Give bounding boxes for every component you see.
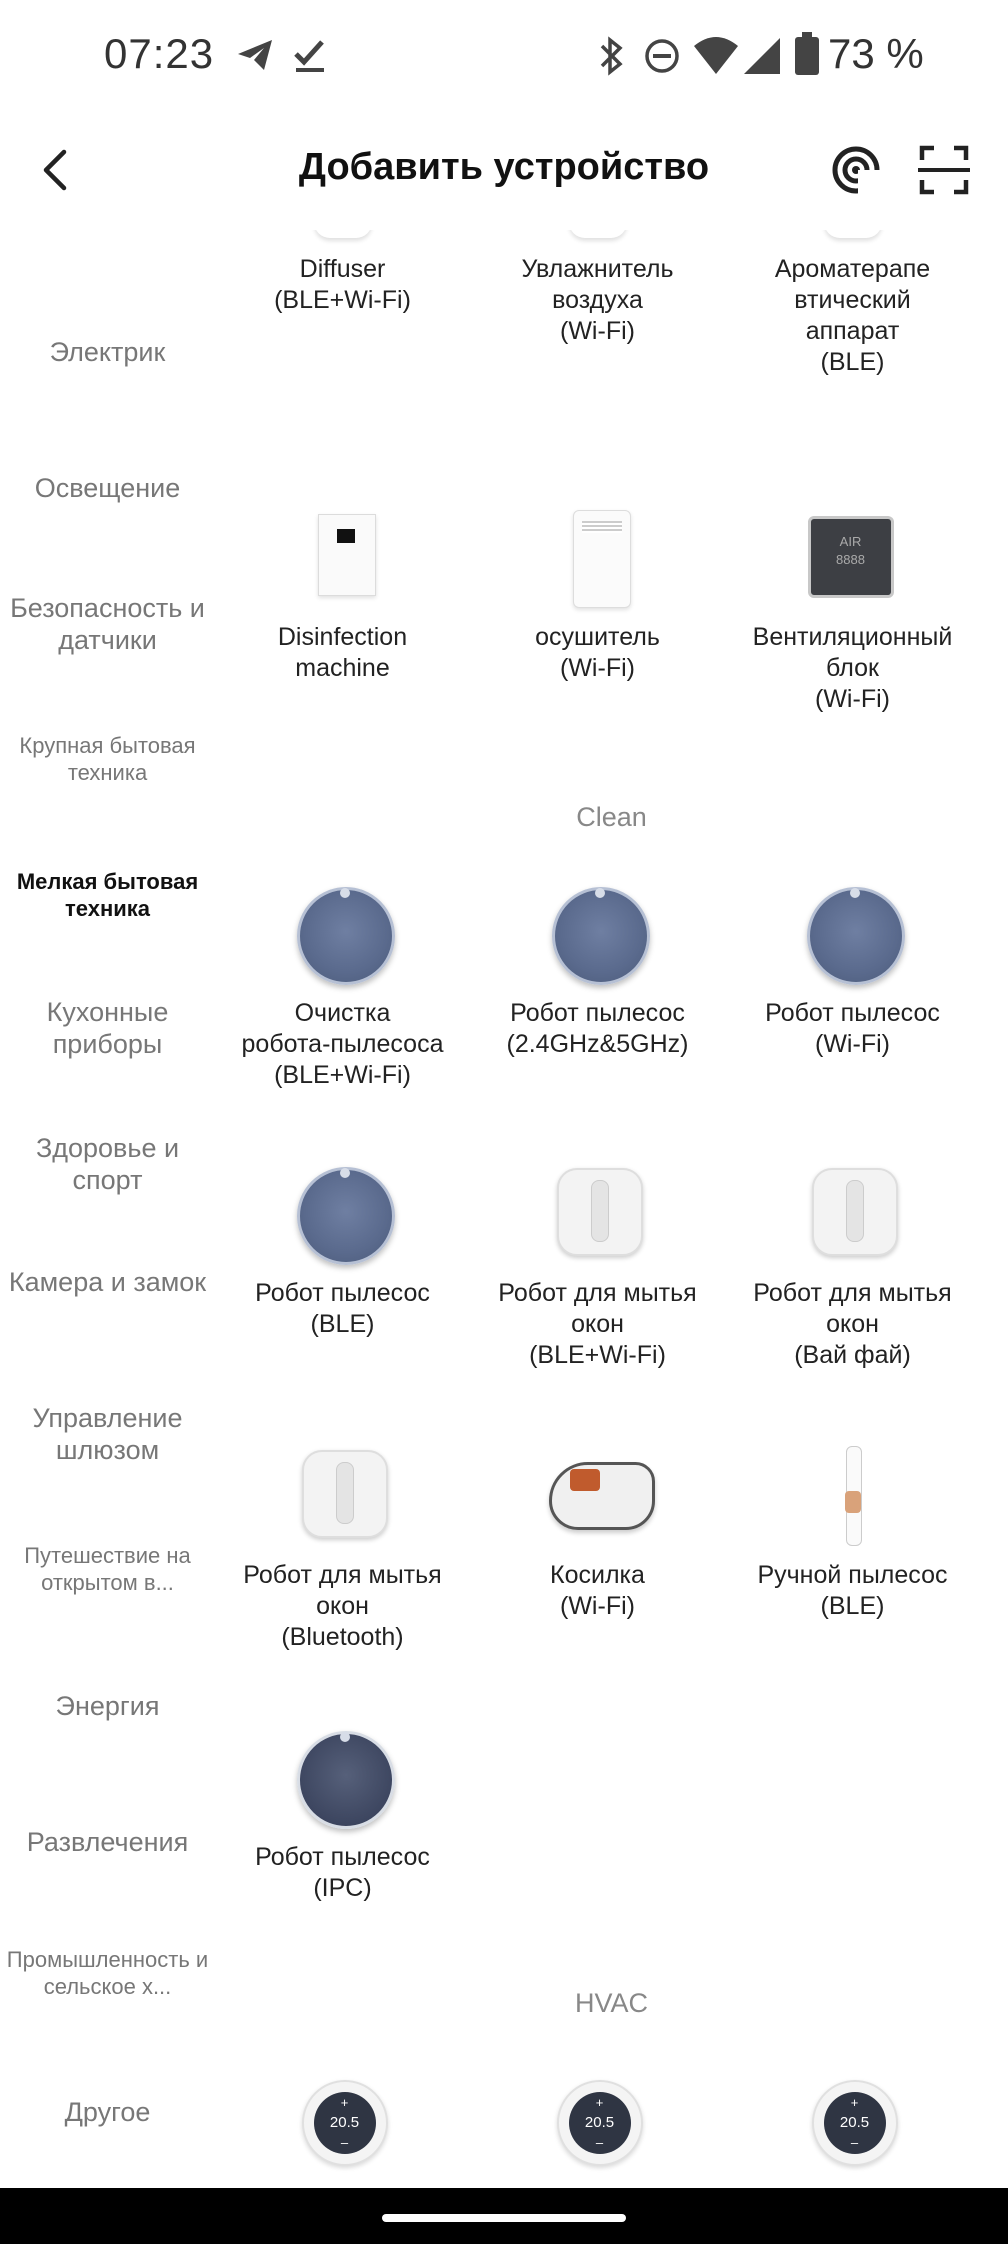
device-tile[interactable]: Ароматерапе втический аппарат (BLE) [725,230,980,378]
task-check-icon [294,40,324,72]
section-header-clean: Clean [576,802,647,832]
cell-signal-icon [744,38,780,74]
device-tile[interactable]: Робот пылесос (2.4GHz&5GHz) [470,878,725,1060]
telegram-icon [238,40,272,70]
device-tile[interactable]: Робот для мытья окон (Вай фай) [725,1158,980,1371]
back-button[interactable] [28,140,88,200]
robot-vacuum-image [296,1167,395,1265]
device-label: Робот пылесос (Wi-Fi) [765,999,940,1058]
device-tile[interactable]: Робот пылесос (Wi-Fi) [725,878,980,1060]
lawn-mower-image [548,1462,655,1530]
sidebar-item-small-appliances[interactable]: Мелкая бытовая техника [16,869,199,921]
radar-scan-icon [832,146,880,194]
device-grid: Diffuser (BLE+Wi-Fi) Увлажнитель воздуха… [215,230,1008,2190]
thermostat-reading: 20.5 [568,2072,631,2174]
thermostat-image: 20.5 [556,2072,643,2174]
sidebar-item-gateway[interactable]: Управление шлюзом [32,1403,183,1465]
device-label: Косилка (Wi-Fi) [550,1561,645,1620]
device-label: Робот пылесос (IPC) [255,1843,430,1902]
thermostat-reading: 20.5 [313,2072,376,2174]
window-robot-image [811,1168,898,1256]
battery-percent: 73 % [828,30,924,77]
device-label: Вентиляционный блок (Wi-Fi) [752,623,953,713]
wifi-icon [694,37,738,74]
section-header-hvac: HVAC [574,1988,648,2018]
device-tile[interactable]: AIR 8888 Вентиляционный блок (Wi-Fi) [725,502,980,715]
device-tile[interactable]: Увлажнитель воздуха (Wi-Fi) [470,230,725,347]
device-tile[interactable]: Disinfection machine [215,502,470,684]
thermostat-image: 20.5 [811,2072,898,2174]
device-tile[interactable]: Diffuser (BLE+Wi-Fi) [215,230,470,316]
humidifier-image [568,230,627,238]
sidebar-item-health[interactable]: Здоровье и спорт [35,1133,180,1195]
device-label: Робот для мытья окон (Bluetooth) [243,1561,442,1651]
sidebar-item-kitchen[interactable]: Кухонные приборы [46,997,169,1059]
robot-vacuum-image [551,887,650,985]
nearby-scan-button[interactable] [826,140,886,200]
sidebar-item-large-appliances[interactable]: Крупная бытовая техника [19,733,196,785]
device-tile[interactable]: Ручной пылесос (BLE) [725,1440,980,1622]
robot-vacuum-image [296,887,395,985]
device-label: Ароматерапе втический аппарат (BLE) [774,255,931,376]
handheld-vacuum-image [844,1446,862,1546]
dehumidifier-image [572,510,631,608]
page-title-wrap: Добавить устройство [0,146,1008,189]
battery-icon [795,32,819,75]
device-tile[interactable]: 20.5 [215,2070,470,2180]
device-tile[interactable]: Очистка робота-пылесоса (BLE+Wi-Fi) [215,878,470,1091]
device-tile[interactable]: Робот для мытья окон (Bluetooth) [215,1440,470,1653]
sidebar-item-camera[interactable]: Камера и замок [8,1267,207,1297]
ventilation-unit-image: AIR 8888 [807,516,894,598]
sidebar-item-other[interactable]: Другое [64,2097,151,2127]
vent-screen-line1: AIR [839,534,862,549]
robot-vacuum-image [296,1731,395,1829]
device-label: Робот для мытья окон (Вай фай) [753,1279,952,1369]
qr-scan-icon [918,145,970,195]
status-bar: 07:23 73 % [0,0,1008,120]
device-label: Робот пылесос (BLE) [255,1279,430,1338]
device-label: Очистка робота-пылесоса (BLE+Wi-Fi) [241,999,444,1089]
device-tile[interactable]: 20.5 [470,2070,725,2180]
sidebar-item-energy[interactable]: Энергия [55,1691,160,1721]
category-sidebar: Электрик Освещение Безопасность и датчик… [0,230,215,2190]
device-label: Disinfection machine [277,623,408,682]
vent-screen-line2: 8888 [836,552,865,567]
sidebar-item-entertainment[interactable]: Развлечения [26,1827,189,1857]
page-title: Добавить устройство [298,146,710,188]
bluetooth-icon [600,36,623,76]
thermostat-image: 20.5 [301,2072,388,2174]
device-tile[interactable]: 20.5 [725,2070,980,2180]
window-robot-image [556,1168,643,1256]
sidebar-item-industry[interactable]: Промышленность и сельское х... [6,1947,209,1999]
device-label: осушитель (Wi-Fi) [535,623,660,682]
device-label: Diffuser (BLE+Wi-Fi) [274,255,411,314]
device-tile[interactable]: Косилка (Wi-Fi) [470,1440,725,1622]
device-tile[interactable]: Робот для мытья окон (BLE+Wi-Fi) [470,1158,725,1371]
sidebar-item-security[interactable]: Безопасность и датчики [10,593,205,655]
qr-scan-button[interactable] [914,140,974,200]
device-tile[interactable]: Робот пылесос (IPC) [215,1722,470,1904]
thermostat-reading: 20.5 [823,2072,886,2174]
disinfection-machine-image [317,514,376,596]
device-tile[interactable]: осушитель (Wi-Fi) [470,502,725,684]
aroma-device-image [823,230,882,238]
device-label: Увлажнитель воздуха (Wi-Fi) [521,255,674,345]
chevron-left-icon [43,149,67,191]
device-tile[interactable]: Робот пылесос (BLE) [215,1158,470,1340]
sidebar-item-outdoor[interactable]: Путешествие на открытом в... [24,1543,191,1595]
status-time: 07:23 [104,30,215,77]
do-not-disturb-icon [645,39,679,73]
window-robot-image [301,1450,388,1538]
device-label: Робот пылесос (2.4GHz&5GHz) [506,999,689,1058]
device-label: Ручной пылесос (BLE) [757,1561,948,1620]
sidebar-item-electric[interactable]: Электрик [49,337,166,367]
sidebar-item-lighting[interactable]: Освещение [34,473,181,503]
device-label: Робот для мытья окон (BLE+Wi-Fi) [498,1279,697,1369]
diffuser-image [313,230,372,238]
robot-vacuum-image [806,887,905,985]
home-gesture-handle[interactable] [382,2214,626,2222]
